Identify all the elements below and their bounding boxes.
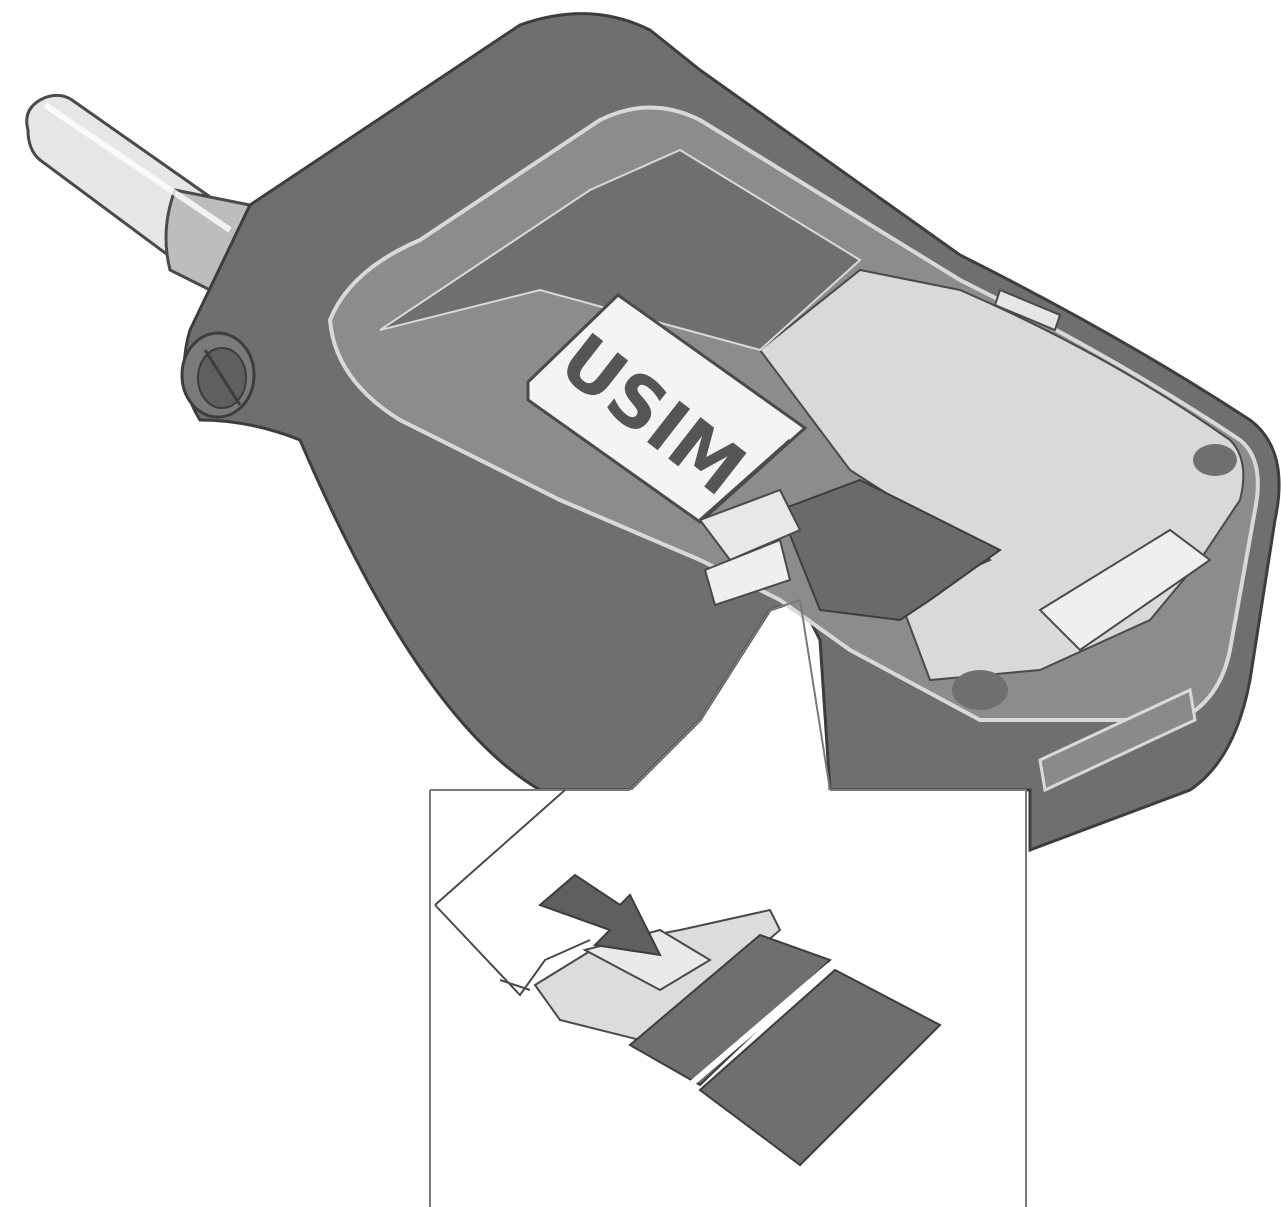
battery-compartment-icon	[758, 268, 1245, 710]
detail-inset	[429, 789, 1027, 1207]
hinge-icon	[180, 331, 256, 419]
insert-arrow-icon	[538, 873, 662, 957]
circuit-board	[379, 148, 1002, 622]
card-slot-icon	[698, 488, 802, 607]
zoom-connector	[629, 599, 831, 791]
shell-edge	[1038, 687, 1197, 793]
